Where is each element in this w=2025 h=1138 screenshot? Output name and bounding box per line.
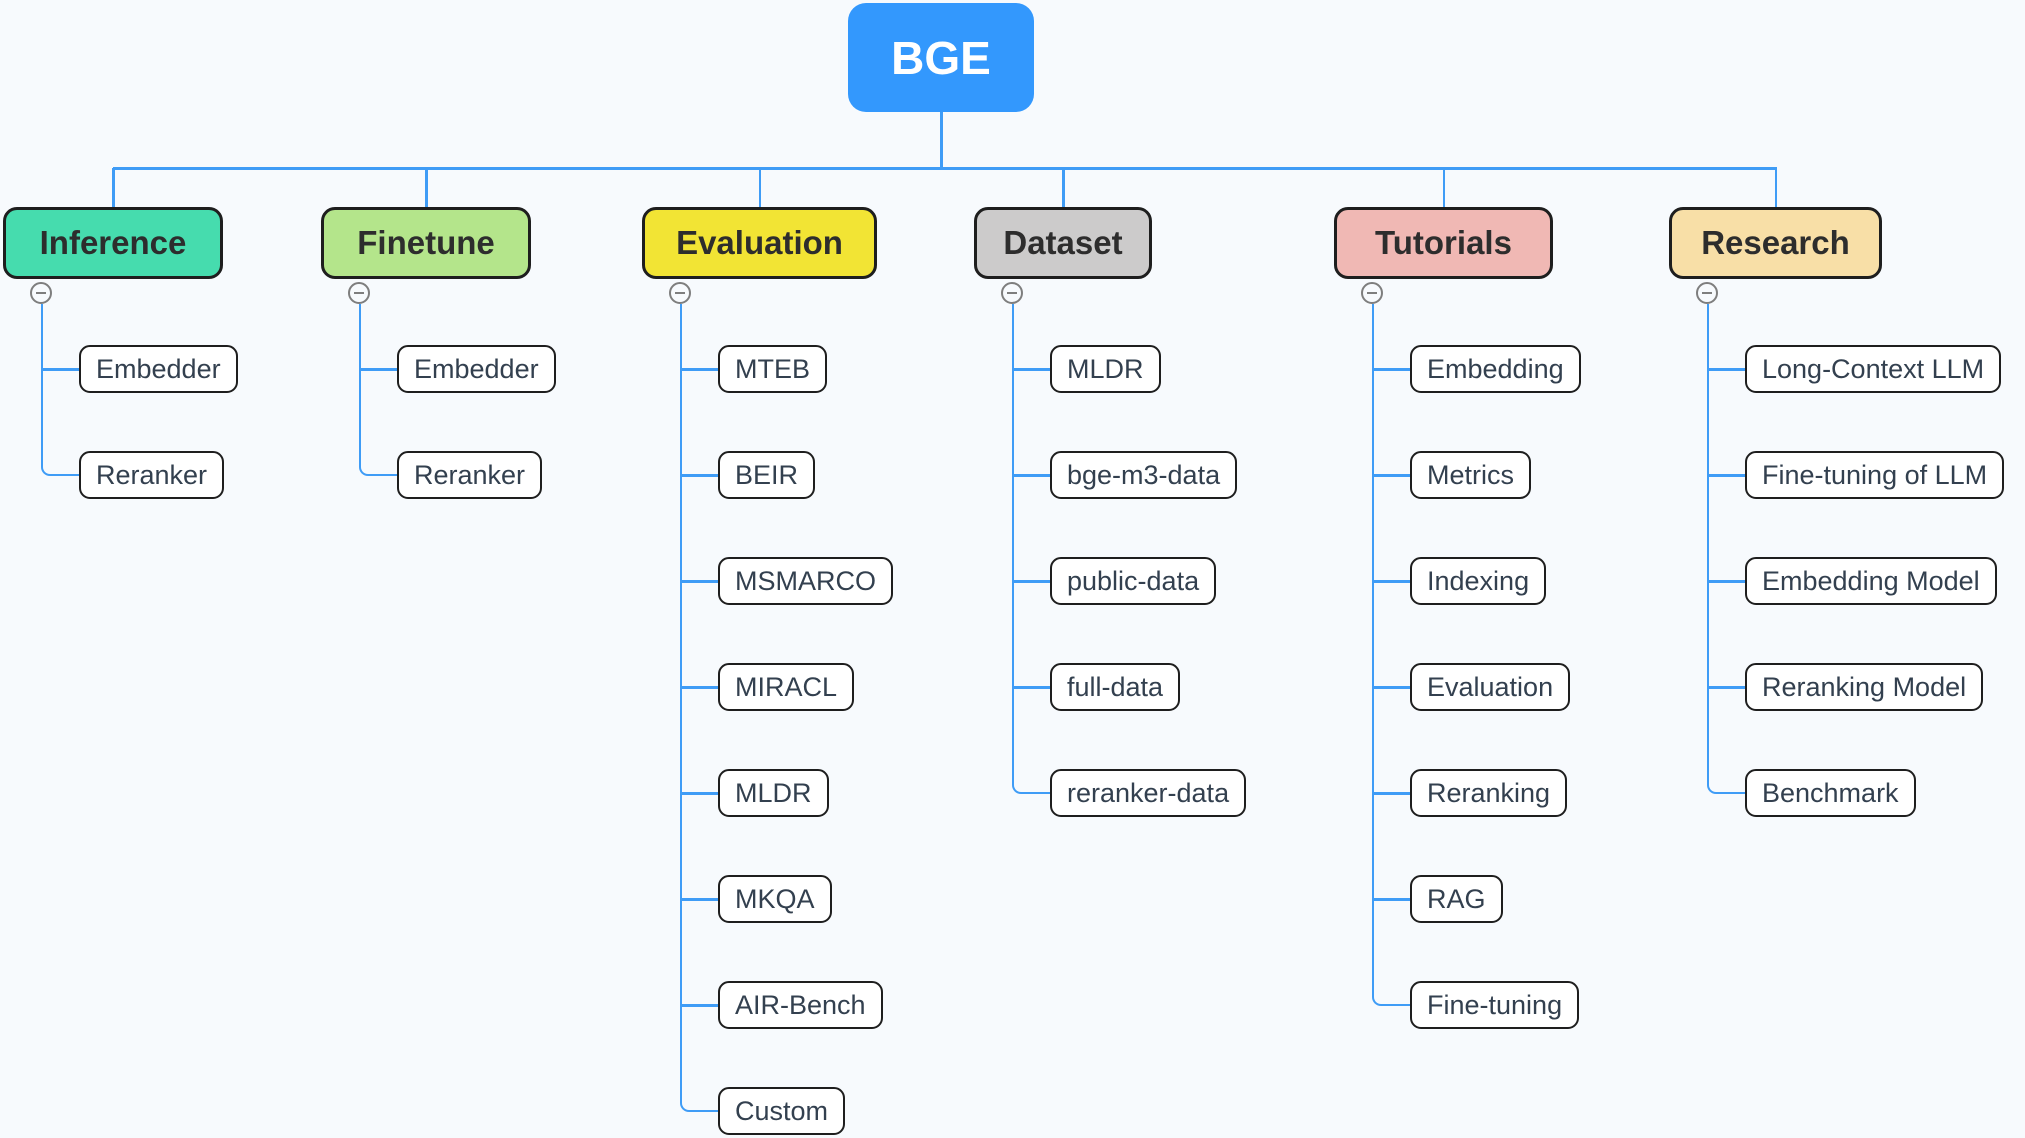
child-node-embedder[interactable]: Embedder — [397, 345, 556, 393]
branch-node-dataset[interactable]: Dataset — [974, 207, 1152, 279]
child-node-fine-tuning[interactable]: Fine-tuning — [1410, 981, 1580, 1029]
child-node-beir[interactable]: BEIR — [718, 451, 816, 499]
child-node-reranker[interactable]: Reranker — [79, 451, 225, 499]
child-node-msmarco[interactable]: MSMARCO — [718, 557, 893, 605]
connector-child-stub — [1372, 368, 1410, 371]
connector-child-stub — [680, 898, 718, 901]
connector-child-stub — [1372, 580, 1410, 583]
child-node-mldr[interactable]: MLDR — [718, 769, 829, 817]
child-node-reranking[interactable]: Reranking — [1410, 769, 1568, 817]
connector-child-stub — [1012, 474, 1050, 477]
connector-child-stub — [1372, 792, 1410, 795]
branch-node-inference[interactable]: Inference — [3, 207, 223, 279]
collapse-button-evaluation[interactable] — [669, 282, 691, 304]
branch-node-finetune[interactable]: Finetune — [321, 207, 531, 279]
connector-spine-finetune — [359, 304, 398, 476]
child-node-reranker[interactable]: Reranker — [397, 451, 543, 499]
child-node-long-context-llm[interactable]: Long-Context LLM — [1745, 345, 2002, 393]
child-node-benchmark[interactable]: Benchmark — [1745, 769, 1916, 817]
child-node-public-data[interactable]: public-data — [1050, 557, 1217, 605]
connector-child-stub — [1012, 580, 1050, 583]
child-node-mkqa[interactable]: MKQA — [718, 875, 832, 923]
connector-branch-stub-tutorials — [1442, 168, 1445, 208]
connector-branch-stub-evaluation — [758, 168, 761, 208]
connector-child-stub — [680, 1004, 718, 1007]
child-node-evaluation[interactable]: Evaluation — [1410, 663, 1571, 711]
child-node-embedding-model[interactable]: Embedding Model — [1745, 557, 1997, 605]
connector-child-stub — [1012, 686, 1050, 689]
child-node-air-bench[interactable]: AIR-Bench — [718, 981, 883, 1029]
branch-node-tutorials[interactable]: Tutorials — [1334, 207, 1553, 279]
child-node-reranking-model[interactable]: Reranking Model — [1745, 663, 1984, 711]
child-node-fine-tuning-of-llm[interactable]: Fine-tuning of LLM — [1745, 451, 2005, 499]
child-node-embedding[interactable]: Embedding — [1410, 345, 1581, 393]
connector-child-stub — [1707, 474, 1745, 477]
connector-child-stub — [680, 792, 718, 795]
child-node-mteb[interactable]: MTEB — [718, 345, 828, 393]
connector-branch-stub-dataset — [1062, 168, 1065, 208]
connector-spine-inference — [41, 304, 80, 476]
connector-child-stub — [1012, 368, 1050, 371]
collapse-button-inference[interactable] — [30, 282, 52, 304]
connector-child-stub — [359, 368, 397, 371]
collapse-button-tutorials[interactable] — [1361, 282, 1383, 304]
connector-child-stub — [41, 368, 79, 371]
connector-spine-evaluation — [680, 304, 719, 1112]
connector-child-stub — [1372, 686, 1410, 689]
connector-spine-research — [1707, 304, 1746, 794]
branch-node-research[interactable]: Research — [1669, 207, 1882, 279]
connector-child-stub — [680, 368, 718, 371]
connector-child-stub — [680, 686, 718, 689]
collapse-button-dataset[interactable] — [1001, 282, 1023, 304]
connector-child-stub — [1372, 898, 1410, 901]
connector-child-stub — [680, 580, 718, 583]
child-node-metrics[interactable]: Metrics — [1410, 451, 1531, 499]
connector-child-stub — [1707, 580, 1745, 583]
child-node-rag[interactable]: RAG — [1410, 875, 1503, 923]
connector-child-stub — [1707, 368, 1745, 371]
connector-branch-stub-inference — [112, 168, 115, 208]
connector-spine-dataset — [1012, 304, 1051, 794]
connector-child-stub — [1372, 474, 1410, 477]
connector-child-stub — [680, 474, 718, 477]
connector-spine-tutorials — [1372, 304, 1411, 1006]
connector-child-stub — [1707, 686, 1745, 689]
child-node-indexing[interactable]: Indexing — [1410, 557, 1547, 605]
connector-trunk — [113, 167, 1777, 170]
connector-root-stem — [940, 112, 943, 168]
child-node-full-data[interactable]: full-data — [1050, 663, 1181, 711]
collapse-button-research[interactable] — [1696, 282, 1718, 304]
connector-branch-stub-finetune — [425, 168, 428, 208]
root-node-bge[interactable]: BGE — [848, 3, 1034, 112]
child-node-custom[interactable]: Custom — [718, 1087, 846, 1135]
child-node-embedder[interactable]: Embedder — [79, 345, 238, 393]
child-node-bge-m3-data[interactable]: bge-m3-data — [1050, 451, 1238, 499]
collapse-button-finetune[interactable] — [348, 282, 370, 304]
child-node-reranker-data[interactable]: reranker-data — [1050, 769, 1247, 817]
child-node-mldr[interactable]: MLDR — [1050, 345, 1161, 393]
child-node-miracl[interactable]: MIRACL — [718, 663, 855, 711]
connector-branch-stub-research — [1774, 168, 1777, 208]
branch-node-evaluation[interactable]: Evaluation — [642, 207, 877, 279]
